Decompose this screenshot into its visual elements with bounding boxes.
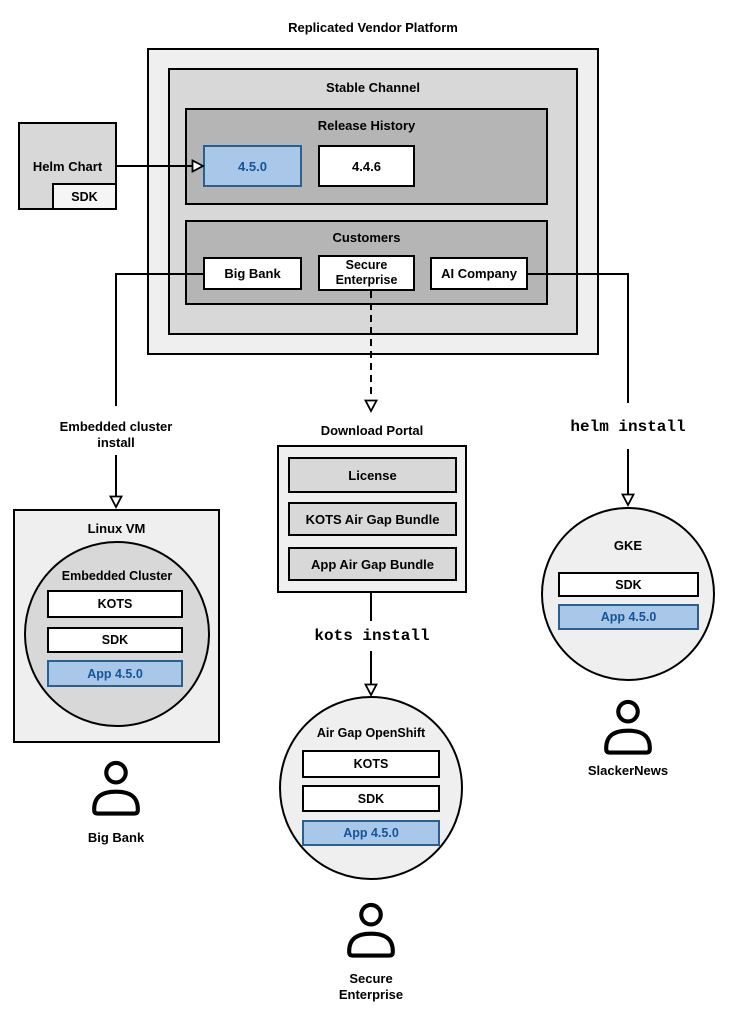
linux-vm-title: Linux VM (87, 521, 146, 536)
gke-app: App 4.5.0 (558, 604, 699, 630)
slackernews-user-icon (602, 698, 654, 756)
release-version-450: 4.5.0 (203, 145, 302, 187)
secure-enterprise-user-label: Secure Enterprise (338, 971, 404, 1002)
customer-secure-enterprise: Secure Enterprise (318, 255, 415, 291)
airgap-kots: KOTS (302, 750, 440, 778)
big-bank-user-label: Big Bank (87, 830, 145, 845)
portal-app-airgap-bundle: App Air Gap Bundle (288, 547, 457, 581)
embedded-cluster-sdk: SDK (47, 627, 183, 653)
release-version-446: 4.4.6 (318, 145, 415, 187)
release-history-title: Release History (317, 118, 416, 133)
secure-enterprise-user-icon (345, 901, 397, 959)
gke-sdk: SDK (558, 572, 699, 597)
airgap-app: App 4.5.0 (302, 820, 440, 846)
arrowhead-to-linux-vm (109, 495, 123, 509)
embedded-label-line1: Embedded cluster (59, 419, 173, 434)
portal-license: License (288, 457, 457, 493)
embedded-cluster-title: Embedded Cluster (61, 569, 173, 583)
helm-install-label: helm install (553, 418, 703, 436)
customers-title: Customers (332, 230, 401, 245)
download-portal-title: Download Portal (320, 423, 424, 438)
portal-kots-airgap-bundle: KOTS Air Gap Bundle (288, 502, 457, 536)
customer-big-bank: Big Bank (203, 257, 302, 290)
arrowhead-to-airgap-openshift (364, 683, 378, 697)
airgap-openshift-title: Air Gap OpenShift (316, 726, 426, 740)
customer-ai-company: AI Company (430, 257, 528, 290)
slackernews-user-label: SlackerNews (587, 763, 669, 778)
platform-title: Replicated Vendor Platform (288, 20, 458, 35)
arrowhead-to-gke (621, 493, 635, 507)
gke-title: GKE (613, 538, 643, 553)
embedded-cluster-install-label: Embedded cluster install (41, 419, 191, 451)
kots-install-label: kots install (297, 627, 447, 645)
helm-chart-label: Helm Chart (32, 159, 103, 174)
embedded-cluster-kots: KOTS (47, 590, 183, 618)
airgap-sdk: SDK (302, 785, 440, 812)
big-bank-user-icon (90, 759, 142, 817)
embedded-label-line2: install (97, 435, 135, 450)
stable-channel-title: Stable Channel (326, 80, 420, 95)
arrowhead-to-download-portal (364, 399, 378, 413)
embedded-cluster-app: App 4.5.0 (47, 660, 183, 687)
helm-chart-sdk-box: SDK (52, 183, 117, 210)
